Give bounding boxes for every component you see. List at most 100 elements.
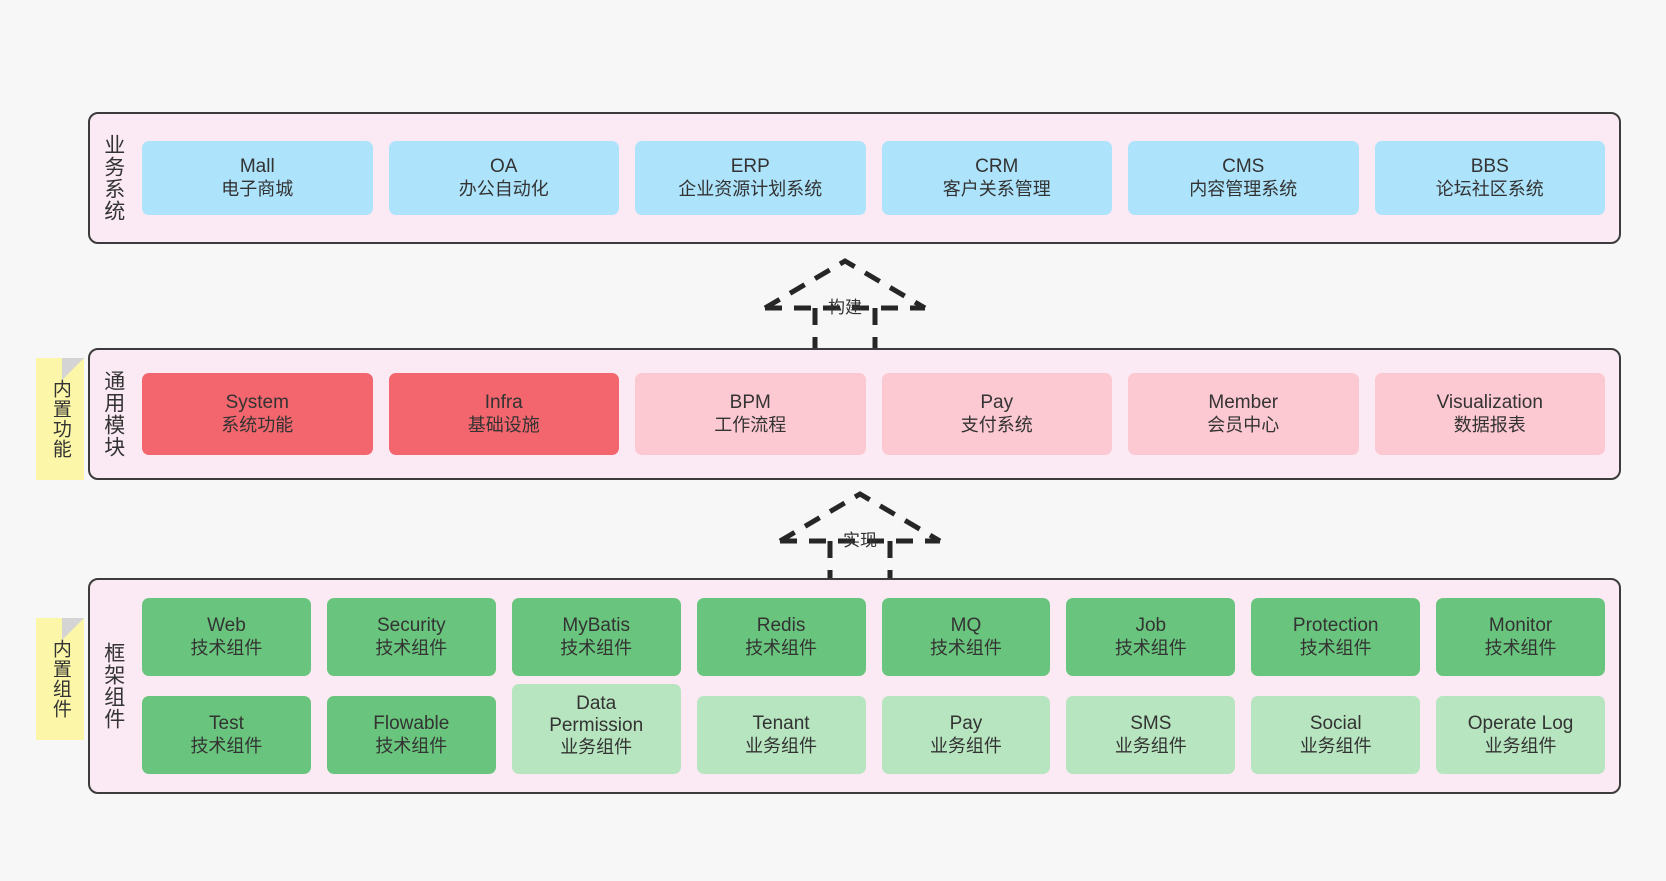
- box-row: Mall 电子商城 OA 办公自动化 ERP 企业资源计划系统 CRM 客户关系…: [142, 141, 1605, 215]
- box-redis[interactable]: Redis 技术组件: [696, 598, 866, 676]
- box-subtitle: 业务组件: [745, 735, 818, 756]
- layer-label-business-system: 业务系统: [101, 134, 125, 222]
- box-tenant[interactable]: Tenant 业务组件: [696, 696, 866, 774]
- box-subtitle: 技术组件: [929, 637, 1002, 658]
- box-subtitle: 数据报表: [1453, 414, 1526, 435]
- box-crm[interactable]: CRM 客户关系管理: [881, 141, 1112, 215]
- box-bpm[interactable]: BPM 工作流程: [635, 373, 866, 455]
- box-member[interactable]: Member 会员中心: [1128, 373, 1359, 455]
- box-title: OA: [490, 156, 518, 178]
- box-title: BBS: [1470, 156, 1509, 178]
- connector-build: 构建: [755, 253, 935, 354]
- box-system[interactable]: System 系统功能: [142, 373, 373, 455]
- box-mall[interactable]: Mall 电子商城: [142, 141, 373, 215]
- box-title: System: [225, 392, 289, 414]
- box-title: Visualization: [1436, 392, 1543, 414]
- box-subtitle: 业务组件: [1484, 735, 1557, 756]
- box-subtitle: 技术组件: [1114, 637, 1187, 658]
- note-builtin-component: 内置组件: [36, 618, 84, 740]
- box-social[interactable]: Social 业务组件: [1251, 696, 1421, 774]
- note-text: 内置组件: [49, 639, 71, 719]
- box-title: CMS: [1222, 156, 1265, 178]
- layer-body-business-system: Mall 电子商城 OA 办公自动化 ERP 企业资源计划系统 CRM 客户关系…: [136, 114, 1619, 242]
- box-pay-business[interactable]: Pay 业务组件: [881, 696, 1051, 774]
- box-subtitle: 技术组件: [745, 637, 818, 658]
- box-cms[interactable]: CMS 内容管理系统: [1128, 141, 1359, 215]
- box-title: ERP: [730, 156, 770, 178]
- box-title: MyBatis: [562, 615, 630, 637]
- box-title: Pay: [980, 392, 1014, 414]
- box-subtitle: 技术组件: [560, 637, 633, 658]
- layer-common-modules: 通用模块 System 系统功能 Infra 基础设施 BPM 工作流程 Pay…: [88, 348, 1621, 480]
- box-bbs[interactable]: BBS 论坛社区系统: [1374, 141, 1605, 215]
- box-title: Pay: [949, 713, 983, 735]
- note-text: 内置功能: [49, 379, 71, 459]
- box-infra[interactable]: Infra 基础设施: [388, 373, 619, 455]
- box-title: Job: [1135, 615, 1167, 637]
- box-subtitle: 技术组件: [375, 637, 448, 658]
- box-title: Protection: [1292, 615, 1379, 637]
- box-monitor[interactable]: Monitor 技术组件: [1436, 598, 1605, 676]
- box-subtitle: 技术组件: [190, 735, 263, 756]
- box-subtitle: 系统功能: [221, 414, 294, 435]
- box-test[interactable]: Test 技术组件: [142, 696, 311, 774]
- box-title: Tenant: [752, 713, 810, 735]
- box-oa[interactable]: OA 办公自动化: [388, 141, 619, 215]
- layer-business-system: 业务系统 Mall 电子商城 OA 办公自动化 ERP 企业资源计划系统 CRM…: [88, 112, 1621, 244]
- box-title: Mall: [239, 156, 275, 178]
- box-title: Data Permission: [549, 692, 644, 737]
- layer-label-framework-components: 框架组件: [101, 642, 125, 730]
- box-title: Web: [207, 615, 246, 637]
- layer-label-common-modules: 通用模块: [101, 370, 125, 458]
- box-subtitle: 企业资源计划系统: [678, 178, 823, 199]
- box-subtitle: 技术组件: [375, 735, 448, 756]
- box-security[interactable]: Security 技术组件: [326, 598, 496, 676]
- box-visualization[interactable]: Visualization 数据报表: [1374, 373, 1605, 455]
- box-title: Infra: [484, 392, 523, 414]
- box-row: Web 技术组件 Security 技术组件 MyBatis 技术组件 Redi…: [142, 598, 1605, 676]
- box-protection[interactable]: Protection 技术组件: [1251, 598, 1421, 676]
- box-title: SMS: [1130, 713, 1172, 735]
- note-builtin-function: 内置功能: [36, 358, 84, 480]
- layer-body-common-modules: System 系统功能 Infra 基础设施 BPM 工作流程 Pay 支付系统…: [136, 350, 1619, 478]
- box-flowable[interactable]: Flowable 技术组件: [326, 696, 496, 774]
- box-title: Member: [1208, 392, 1279, 414]
- box-title: Test: [209, 713, 244, 735]
- box-subtitle: 技术组件: [1484, 637, 1557, 658]
- box-job[interactable]: Job 技术组件: [1066, 598, 1236, 676]
- box-web[interactable]: Web 技术组件: [142, 598, 311, 676]
- box-row: System 系统功能 Infra 基础设施 BPM 工作流程 Pay 支付系统…: [142, 373, 1605, 455]
- box-erp[interactable]: ERP 企业资源计划系统: [635, 141, 866, 215]
- box-title: CRM: [975, 156, 1019, 178]
- box-mq[interactable]: MQ 技术组件: [881, 598, 1051, 676]
- box-title: MQ: [950, 615, 982, 637]
- box-mybatis[interactable]: MyBatis 技术组件: [511, 598, 681, 676]
- box-title: BPM: [729, 392, 771, 414]
- box-operate-log[interactable]: Operate Log 业务组件: [1436, 696, 1605, 774]
- box-subtitle: 业务组件: [1299, 735, 1372, 756]
- box-subtitle: 业务组件: [1114, 735, 1187, 756]
- box-title: Redis: [756, 615, 806, 637]
- box-subtitle: 客户关系管理: [942, 178, 1051, 199]
- box-sms[interactable]: SMS 业务组件: [1066, 696, 1236, 774]
- box-subtitle: 办公自动化: [458, 178, 549, 199]
- box-subtitle: 基础设施: [467, 414, 540, 435]
- box-title: Social: [1309, 713, 1362, 735]
- box-data-permission[interactable]: Data Permission 业务组件: [511, 684, 681, 774]
- box-subtitle: 会员中心: [1207, 414, 1280, 435]
- box-row: Test 技术组件 Flowable 技术组件 Data Permission …: [142, 684, 1605, 774]
- box-subtitle: 技术组件: [1299, 637, 1372, 658]
- connector-label-realize: 实现: [843, 531, 877, 550]
- box-subtitle: 论坛社区系统: [1435, 178, 1544, 199]
- layer-body-framework-components: Web 技术组件 Security 技术组件 MyBatis 技术组件 Redi…: [136, 580, 1619, 792]
- box-title: Monitor: [1488, 615, 1553, 637]
- box-subtitle: 技术组件: [190, 637, 263, 658]
- layer-framework-components: 框架组件 Web 技术组件 Security 技术组件 MyBatis 技术组件…: [88, 578, 1621, 794]
- connector-realize: 实现: [770, 486, 950, 587]
- box-subtitle: 电子商城: [221, 178, 294, 199]
- box-pay[interactable]: Pay 支付系统: [881, 373, 1112, 455]
- connector-label-build: 构建: [828, 298, 862, 317]
- box-subtitle: 支付系统: [960, 414, 1033, 435]
- box-title: Operate Log: [1467, 713, 1574, 735]
